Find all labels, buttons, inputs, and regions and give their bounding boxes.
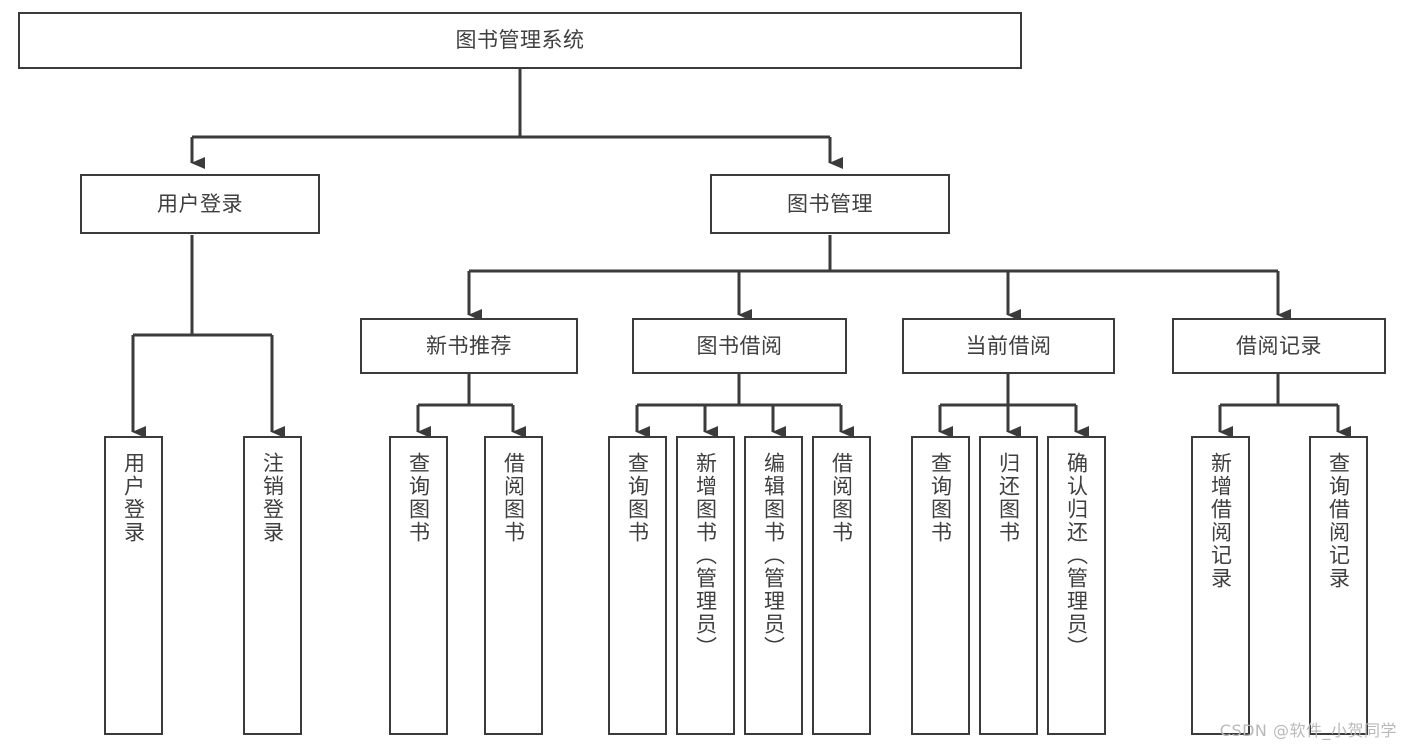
borrow-record-to-leaves: [1218, 374, 1351, 438]
node-root-system-label: 图书管理系统: [455, 28, 585, 53]
node-leaf-user-login[interactable]: 用户登录: [104, 436, 163, 735]
node-root-system[interactable]: 图书管理系统: [18, 12, 1022, 69]
node-book-borrow-label: 图书借阅: [696, 333, 783, 358]
root-to-level2: [190, 69, 843, 169]
node-leaf-current-query-book[interactable]: 查询图书: [911, 436, 970, 735]
book-manage-to-level3: [467, 235, 1291, 321]
node-leaf-logout[interactable]: 注销登录: [243, 436, 302, 735]
node-user-login-label: 用户登录: [157, 191, 243, 216]
node-leaf-current-query-book-label: 查询图书: [928, 452, 953, 544]
node-leaf-borrow-query-book-label: 查询图书: [625, 452, 650, 544]
node-leaf-add-borrow-record-label: 新增借阅记录: [1208, 452, 1233, 590]
node-leaf-user-login-label: 用户登录: [121, 452, 146, 544]
book-borrow-to-leaves: [635, 374, 854, 438]
node-current-borrow[interactable]: 当前借阅: [902, 318, 1115, 374]
node-leaf-query-borrow-record[interactable]: 查询借阅记录: [1309, 436, 1368, 735]
current-borrow-to-leaves: [938, 374, 1089, 438]
node-leaf-logout-label: 注销登录: [260, 452, 285, 544]
node-leaf-query-borrow-record-label: 查询借阅记录: [1326, 452, 1351, 590]
node-new-book-recommend-label: 新书推荐: [426, 333, 512, 358]
node-user-login[interactable]: 用户登录: [80, 174, 320, 234]
node-current-borrow-label: 当前借阅: [965, 333, 1052, 358]
node-leaf-borrow-book-label: 借阅图书: [829, 452, 854, 544]
node-leaf-borrow-book[interactable]: 借阅图书: [812, 436, 871, 735]
new-book-to-leaves: [416, 374, 526, 438]
node-leaf-borrow-query-book[interactable]: 查询图书: [608, 436, 667, 735]
node-leaf-recommend-borrow-book-label: 借阅图书: [501, 452, 526, 544]
node-leaf-edit-book-admin[interactable]: 编辑图书（管理员）: [744, 436, 803, 735]
node-leaf-add-borrow-record[interactable]: 新增借阅记录: [1191, 436, 1250, 735]
node-leaf-add-book-admin[interactable]: 新增图书（管理员）: [676, 436, 735, 735]
node-leaf-recommend-query-book[interactable]: 查询图书: [389, 436, 448, 735]
node-leaf-confirm-return-admin[interactable]: 确认归还（管理员）: [1047, 436, 1106, 735]
node-leaf-recommend-borrow-book[interactable]: 借阅图书: [484, 436, 543, 735]
watermark-text: CSDN @软件_小贺同学: [1219, 721, 1397, 740]
node-book-management[interactable]: 图书管理: [710, 174, 950, 234]
node-leaf-edit-book-admin-label: 编辑图书（管理员）: [761, 452, 786, 659]
user-login-to-leaves: [131, 235, 285, 438]
node-borrow-record[interactable]: 借阅记录: [1172, 318, 1386, 374]
node-book-borrow[interactable]: 图书借阅: [632, 318, 847, 374]
node-leaf-confirm-return-admin-label: 确认归还（管理员）: [1064, 452, 1089, 659]
node-leaf-return-book[interactable]: 归还图书: [979, 436, 1038, 735]
node-leaf-recommend-query-book-label: 查询图书: [406, 452, 431, 544]
node-leaf-add-book-admin-label: 新增图书（管理员）: [693, 452, 718, 659]
node-leaf-return-book-label: 归还图书: [996, 452, 1021, 544]
node-new-book-recommend[interactable]: 新书推荐: [360, 318, 578, 374]
node-book-management-label: 图书管理: [787, 191, 873, 216]
node-borrow-record-label: 借阅记录: [1236, 333, 1322, 358]
